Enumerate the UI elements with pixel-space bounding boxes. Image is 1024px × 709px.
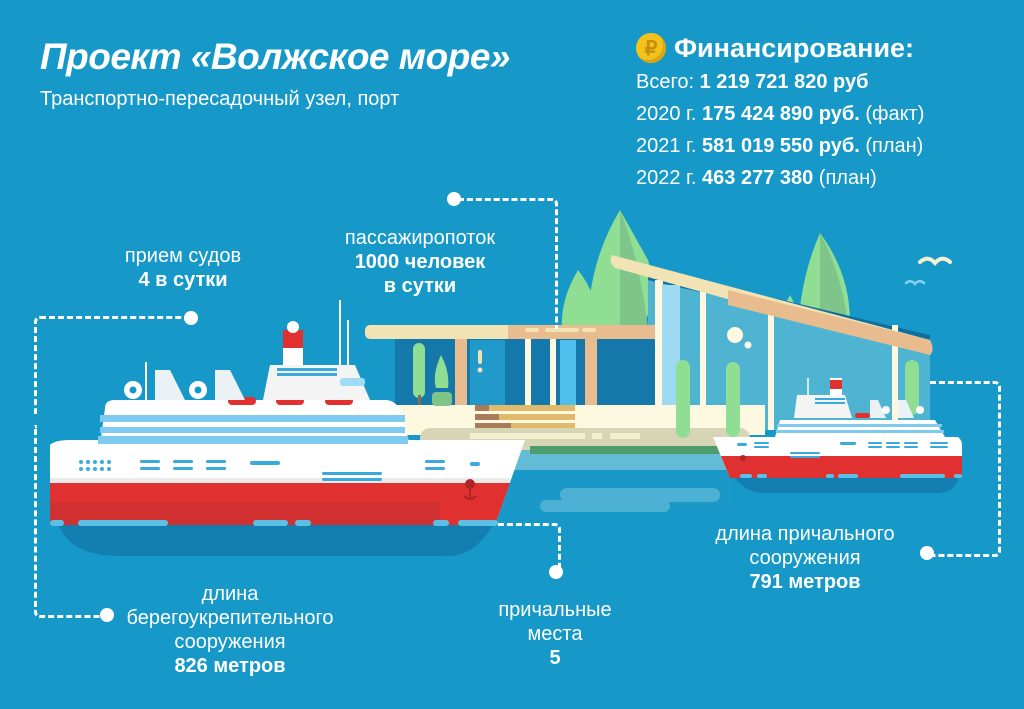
connector-dot-ships-per-day [184,311,198,325]
callout-passenger-flow: пассажиропоток 1000 человек в сутки [344,227,496,297]
connector-dot-berths [549,565,563,579]
tree-group-front [413,343,919,438]
ruble-coin-icon: ₽ [636,33,666,63]
connector-shore-length [34,425,107,618]
connector-berths [498,523,561,571]
large-ship [50,300,525,557]
callout-shore-length: длина берегоукрепительного сооружения 82… [126,583,334,677]
small-ship [713,378,962,493]
callout-berths: причальные места 5 [498,599,612,669]
financing-row-total: Всего: 1 219 721 820 руб [636,71,869,93]
connector-passenger-flow [458,198,558,329]
financing-header: ₽ Финансирование: [636,30,924,66]
callout-berth-length: длина причального сооружения 791 метров [715,523,895,593]
connector-dot-passenger-flow [447,192,461,206]
financing-title: Финансирование: [674,32,915,63]
seagull-icons [904,256,952,286]
terminal-building-right [610,255,933,430]
callout-ships-per-day: прием судов 4 в сутки [124,245,242,291]
page-title: Проект «Волжское море» [40,36,511,77]
connector-dot-berth-length [920,546,934,560]
financing-row-2020: 2020 г. 175 424 890 руб. (факт) [636,103,925,125]
financing-row-2022: 2022 г. 463 277 380 (план) [636,167,877,189]
connector-dot-shore-length [100,608,114,622]
page-subtitle: Транспортно-пересадочный узел, порт [40,88,400,110]
financing-panel: ₽ Финансирование: Всего: 1 219 721 820 р… [636,30,924,194]
connector-ships-per-day [34,316,192,414]
connector-berth-length [930,381,1001,557]
financing-row-2021: 2021 г. 581 019 550 руб. (план) [636,135,924,157]
